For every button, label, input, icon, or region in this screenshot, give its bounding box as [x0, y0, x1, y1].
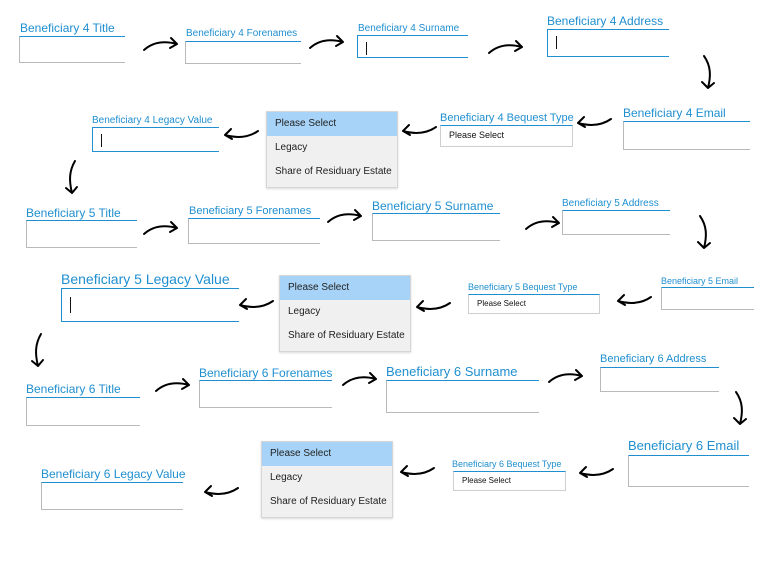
b5-legacy-input[interactable] — [61, 288, 239, 322]
b6-title-input[interactable] — [26, 397, 140, 426]
b4-title-label: Beneficiary 4 Title — [20, 21, 115, 35]
b4-surname-label: Beneficiary 4 Surname — [358, 23, 460, 34]
b5-bequest-select[interactable]: Please Select — [468, 294, 600, 314]
text-caret — [70, 297, 71, 313]
dropdown-option[interactable]: Share of Residuary Estate — [270, 496, 387, 507]
curved-arrow-icon — [239, 298, 274, 310]
curved-arrow-icon — [577, 116, 612, 128]
b4-forenames-input[interactable] — [185, 41, 301, 64]
curved-arrow-icon — [733, 391, 747, 425]
b5-forenames-label: Beneficiary 5 Forenames — [189, 205, 312, 217]
text-caret — [366, 42, 367, 55]
b6-email-label: Beneficiary 6 Email — [628, 438, 740, 453]
curved-arrow-icon — [548, 369, 583, 383]
dropdown-option[interactable]: Legacy — [275, 142, 308, 153]
curved-arrow-icon — [309, 35, 344, 49]
curved-arrow-icon — [65, 160, 78, 194]
b4-legacy-input[interactable] — [92, 127, 219, 152]
b5-surname-input[interactable] — [372, 213, 500, 241]
dropdown-option[interactable]: Legacy — [288, 306, 321, 317]
dropdown-option[interactable]: Share of Residuary Estate — [275, 166, 392, 177]
dropdown-option[interactable]: Legacy — [270, 472, 303, 483]
curved-arrow-icon — [701, 55, 715, 89]
curved-arrow-icon — [342, 372, 377, 386]
b4-email-label: Beneficiary 4 Email — [623, 106, 726, 120]
text-caret — [556, 36, 557, 49]
b5-bequest-label: Beneficiary 5 Bequest Type — [468, 282, 578, 292]
b6-bequest-label: Beneficiary 6 Bequest Type — [452, 459, 562, 469]
b6-bequest-dropdown: Please Select Legacy Share of Residuary … — [261, 441, 393, 518]
b4-bequest-label: Beneficiary 4 Bequest Type — [440, 112, 574, 124]
curved-arrow-icon — [617, 294, 652, 306]
dropdown-option[interactable]: Share of Residuary Estate — [288, 330, 405, 341]
b6-forenames-input[interactable] — [199, 380, 332, 408]
dropdown-option[interactable]: Please Select — [267, 112, 397, 136]
curved-arrow-icon — [402, 124, 437, 136]
b5-title-label: Beneficiary 5 Title — [26, 206, 121, 220]
curved-arrow-icon — [155, 378, 190, 392]
b6-legacy-input[interactable] — [41, 482, 183, 510]
b5-email-label: Beneficiary 5 Email — [661, 276, 739, 286]
curved-arrow-icon — [416, 300, 451, 312]
b4-legacy-label: Beneficiary 4 Legacy Value — [92, 115, 213, 126]
b5-title-input[interactable] — [26, 220, 137, 248]
b6-forenames-label: Beneficiary 6 Forenames — [199, 366, 333, 380]
b4-bequest-dropdown: Please Select Legacy Share of Residuary … — [266, 111, 398, 188]
b4-email-input[interactable] — [623, 121, 750, 150]
curved-arrow-icon — [579, 466, 614, 478]
curved-arrow-icon — [143, 221, 178, 235]
b6-surname-input[interactable] — [386, 380, 539, 413]
b5-legacy-label: Beneficiary 5 Legacy Value — [61, 271, 230, 287]
curved-arrow-icon — [327, 209, 362, 223]
curved-arrow-icon — [488, 40, 523, 54]
curved-arrow-icon — [400, 465, 435, 477]
b5-email-input[interactable] — [661, 287, 754, 310]
b6-address-input[interactable] — [600, 367, 719, 392]
b4-forenames-label: Beneficiary 4 Forenames — [186, 28, 298, 39]
b6-surname-label: Beneficiary 6 Surname — [386, 364, 518, 379]
b6-email-input[interactable] — [628, 455, 749, 487]
b5-bequest-dropdown: Please Select Legacy Share of Residuary … — [279, 275, 411, 352]
curved-arrow-icon — [204, 485, 239, 497]
b6-legacy-label: Beneficiary 6 Legacy Value — [41, 467, 186, 481]
b5-address-input[interactable] — [562, 210, 670, 235]
b6-title-label: Beneficiary 6 Title — [26, 382, 121, 396]
curved-arrow-icon — [143, 37, 178, 51]
b4-address-label: Beneficiary 4 Address — [547, 14, 664, 28]
dropdown-option[interactable]: Please Select — [280, 276, 410, 300]
curved-arrow-icon — [525, 216, 560, 230]
b4-title-input[interactable] — [19, 36, 125, 63]
b6-address-label: Beneficiary 6 Address — [600, 353, 707, 365]
curved-arrow-icon — [697, 215, 711, 249]
b5-surname-label: Beneficiary 5 Surname — [372, 199, 494, 213]
b4-bequest-select[interactable]: Please Select — [440, 125, 573, 147]
dropdown-option[interactable]: Please Select — [262, 442, 392, 466]
b6-bequest-select[interactable]: Please Select — [453, 471, 566, 491]
curved-arrow-icon — [224, 128, 259, 140]
curved-arrow-icon — [31, 333, 44, 367]
text-caret — [101, 134, 102, 147]
b4-address-input[interactable] — [547, 29, 669, 57]
b5-address-label: Beneficiary 5 Address — [562, 198, 659, 209]
b4-surname-input[interactable] — [357, 35, 468, 58]
b5-forenames-input[interactable] — [188, 218, 320, 244]
